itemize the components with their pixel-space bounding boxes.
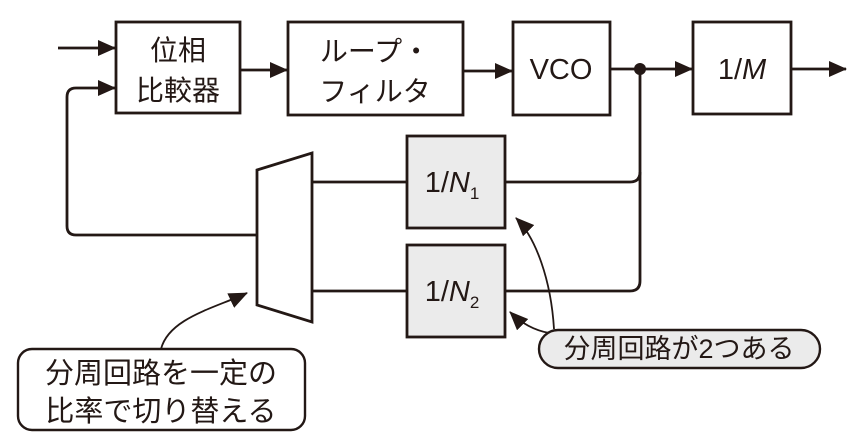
switch-note-bubble: [16, 347, 307, 432]
divider2-subscript: 2: [470, 293, 479, 312]
divider2-numerator: 1/: [425, 276, 450, 308]
divider1-label: 1/N1: [425, 167, 480, 203]
feedback-to-comparator-arrow: [65, 80, 257, 237]
vco-box: [511, 20, 612, 117]
phase-comparator-box: [114, 20, 242, 115]
switch-note-line1: 分周回路を一定の: [45, 357, 277, 390]
loop-filter-label-line2: フィルタ: [319, 76, 430, 107]
divider1-symbol: N: [449, 167, 470, 199]
output-divider-box: [691, 20, 793, 116]
divider1-box: [405, 134, 507, 230]
divider2-symbol: N: [449, 276, 470, 308]
switch-note-line2: 比率で切り替える: [45, 395, 276, 428]
output-divider-symbol: M: [742, 54, 767, 86]
note-arrow-to-divider2: [509, 311, 550, 334]
phase-comparator-label-line2: 比較器: [136, 75, 220, 106]
loop-filter-box: [286, 20, 465, 117]
switch-note-arrow: [160, 292, 248, 350]
divider2-box: [405, 243, 507, 339]
phase-comparator-label-line1: 位相: [150, 35, 206, 66]
output-divider-label: 1/M: [718, 54, 767, 86]
note-arrow-to-divider1: [515, 217, 555, 330]
two-dividers-note-label: 分周回路が2つある: [563, 334, 794, 364]
divider1-subscript: 1: [470, 184, 479, 203]
vco-feedback-branch-to-divider1: [505, 171, 642, 184]
output-divider-numerator: 1/: [718, 54, 743, 86]
divider2-label: 1/N2: [425, 276, 480, 312]
mux-shape: [255, 151, 314, 324]
divider1-numerator: 1/: [425, 167, 450, 199]
vco-label: VCO: [530, 54, 593, 86]
loop-filter-label-line1: ループ・: [320, 36, 430, 67]
vco-feedback-line-to-divider2: [505, 69, 642, 293]
junction-dot: [634, 63, 646, 75]
two-dividers-note-bubble: [537, 328, 822, 370]
